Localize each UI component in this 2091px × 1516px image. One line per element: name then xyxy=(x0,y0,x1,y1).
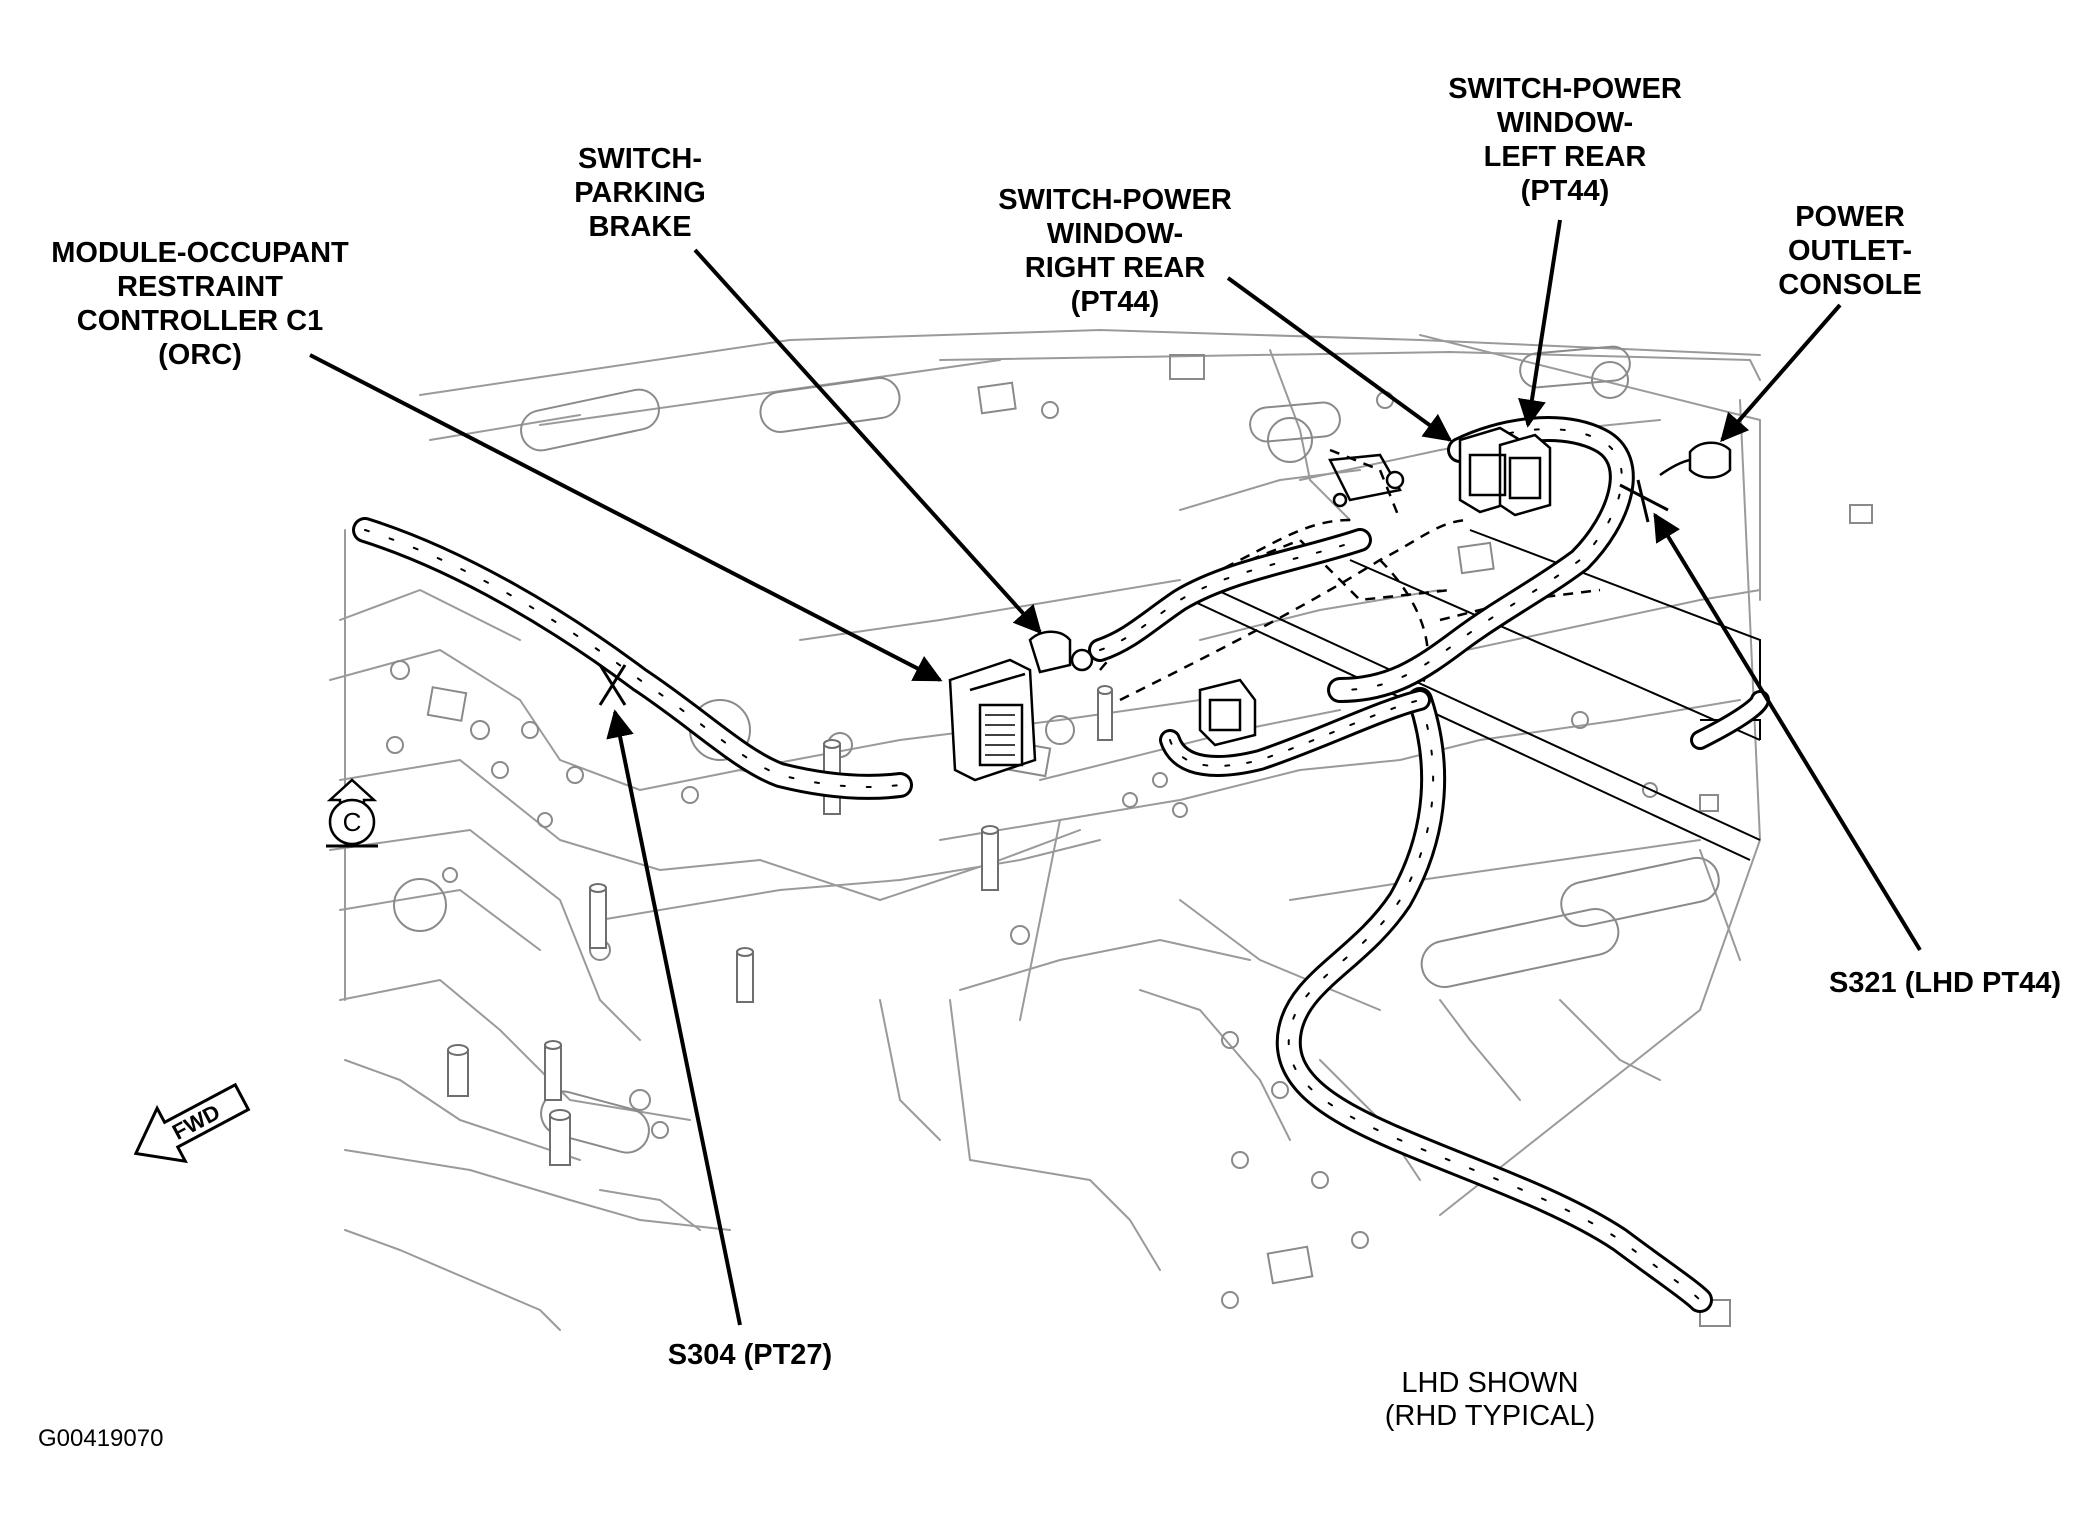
stud xyxy=(1097,685,1113,741)
rear-connector xyxy=(1198,678,1257,747)
slot-opening xyxy=(1519,345,1631,389)
label-window-right-rear: SWITCH-POWER WINDOW- RIGHT REAR (PT44) xyxy=(998,184,1232,318)
square-hole xyxy=(1699,1299,1731,1327)
square-hole xyxy=(1266,1245,1314,1285)
label-window-left-rear: SWITCH-POWER WINDOW- LEFT REAR (PT44) xyxy=(1448,73,1682,207)
floor-pan-openings xyxy=(426,345,1873,1327)
wiring-harness xyxy=(352,416,1770,1313)
window-switch-connectors xyxy=(1458,426,1552,517)
slot-opening xyxy=(520,388,660,452)
arrow-power-outlet xyxy=(1720,303,1842,443)
label-orc: MODULE-OCCUPANT RESTRAINT CONTROLLER C1 … xyxy=(51,237,349,371)
stud xyxy=(447,1044,469,1097)
label-s321: S321 (LHD PT44) xyxy=(1828,967,2062,999)
console-rail xyxy=(1179,529,1761,861)
square-hole xyxy=(426,686,468,722)
splice-marks xyxy=(598,479,1669,706)
connectors xyxy=(948,426,1732,782)
label-parking-brake: SWITCH- PARKING BRAKE xyxy=(574,143,706,243)
square-hole xyxy=(1849,504,1873,524)
arrow-window-right-rear xyxy=(1226,276,1453,442)
stud xyxy=(736,947,754,1003)
label-power-outlet: POWER OUTLET- CONSOLE xyxy=(1778,201,1922,301)
square-hole xyxy=(1699,794,1719,812)
square-hole xyxy=(1457,541,1495,575)
bracket xyxy=(1328,453,1405,508)
slot-opening xyxy=(1420,907,1620,989)
lhd-note: LHD SHOWN (RHD TYPICAL) xyxy=(1384,1367,1596,1432)
parking-brake-connector xyxy=(1028,630,1094,674)
arrow-window-left-rear xyxy=(1518,219,1562,428)
square-hole xyxy=(977,381,1017,415)
leader-arrows xyxy=(309,219,1922,1326)
arrow-s304 xyxy=(606,709,742,1326)
slot-opening xyxy=(1560,856,1720,928)
splice-x-s304 xyxy=(598,664,627,706)
figure-id: G00419070 xyxy=(38,1425,164,1452)
studs xyxy=(447,685,1113,1166)
arrow-parking-brake xyxy=(693,248,1042,635)
view-c-icon: C xyxy=(326,778,378,848)
slot-opening xyxy=(540,1090,650,1154)
slot-opening xyxy=(1249,401,1341,443)
stud xyxy=(981,825,999,891)
orc-connector xyxy=(948,658,1037,782)
arrow-s321 xyxy=(1653,512,1922,952)
splice-x-s321 xyxy=(1619,479,1669,523)
fwd-arrow-icon: FWD xyxy=(133,1082,251,1164)
stud xyxy=(544,1040,562,1101)
slot-opening xyxy=(759,377,901,433)
power-outlet-connector xyxy=(1659,441,1732,479)
label-s304: S304 (PT27) xyxy=(667,1339,833,1371)
harness-down-branch xyxy=(1275,687,1713,1313)
stud xyxy=(549,1109,571,1166)
arrow-orc xyxy=(309,353,943,682)
stud xyxy=(589,883,607,949)
square-hole xyxy=(1169,354,1205,380)
view-c-label: C xyxy=(343,807,362,837)
